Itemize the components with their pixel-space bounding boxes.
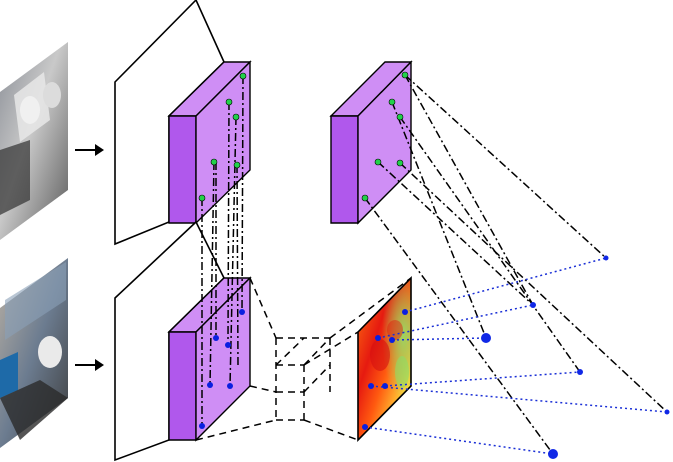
keypoint-dot	[232, 113, 240, 121]
target-dot-large	[548, 449, 558, 459]
keypoint-dot	[361, 194, 369, 202]
target-dot	[664, 409, 670, 415]
input-image-bottom	[0, 258, 68, 448]
bottom-feature-block	[167, 276, 252, 442]
right-arrow-icon	[75, 359, 104, 371]
projection-frustum	[195, 277, 412, 441]
target-points	[481, 255, 670, 459]
target-dot	[577, 369, 583, 375]
keypoint-dot	[382, 383, 388, 389]
keypoint-dot	[225, 342, 231, 348]
keypoint-dot	[396, 113, 404, 121]
keypoint-dot	[402, 309, 408, 315]
keypoint-dot	[362, 424, 368, 430]
right-arrow-icon	[75, 144, 104, 156]
keypoint-dot	[368, 383, 374, 389]
heatmap-plane	[357, 276, 412, 442]
heatmap-keypoints	[362, 309, 408, 430]
keypoint-dot	[213, 335, 219, 341]
target-dot	[530, 302, 536, 308]
keypoint-dot	[239, 72, 247, 80]
keypoint-dot	[233, 161, 241, 169]
projection-links	[364, 74, 668, 455]
keypoint-dot	[198, 194, 206, 202]
keypoint-dot	[207, 382, 213, 388]
keypoint-dot	[199, 423, 205, 429]
top-right-feature-block	[329, 60, 413, 225]
top-keypoints	[198, 72, 247, 202]
top-right-keypoints	[361, 71, 409, 202]
keypoint-dot	[388, 98, 396, 106]
keypoint-dot	[227, 383, 233, 389]
keypoint-dot	[374, 158, 382, 166]
heatmap-links	[364, 257, 668, 455]
target-dot	[603, 255, 609, 261]
bottom-keypoints	[199, 309, 245, 429]
cross-view-links	[201, 75, 244, 425]
keypoint-dot	[239, 309, 245, 315]
keypoint-dot	[210, 158, 218, 166]
keypoint-dot	[389, 337, 395, 343]
keypoint-dot	[225, 98, 233, 106]
keypoint-dot	[396, 159, 404, 167]
keypoint-dot	[375, 335, 381, 341]
target-dot-large	[481, 333, 491, 343]
input-image-top	[0, 42, 68, 240]
keypoint-dot	[401, 71, 409, 79]
